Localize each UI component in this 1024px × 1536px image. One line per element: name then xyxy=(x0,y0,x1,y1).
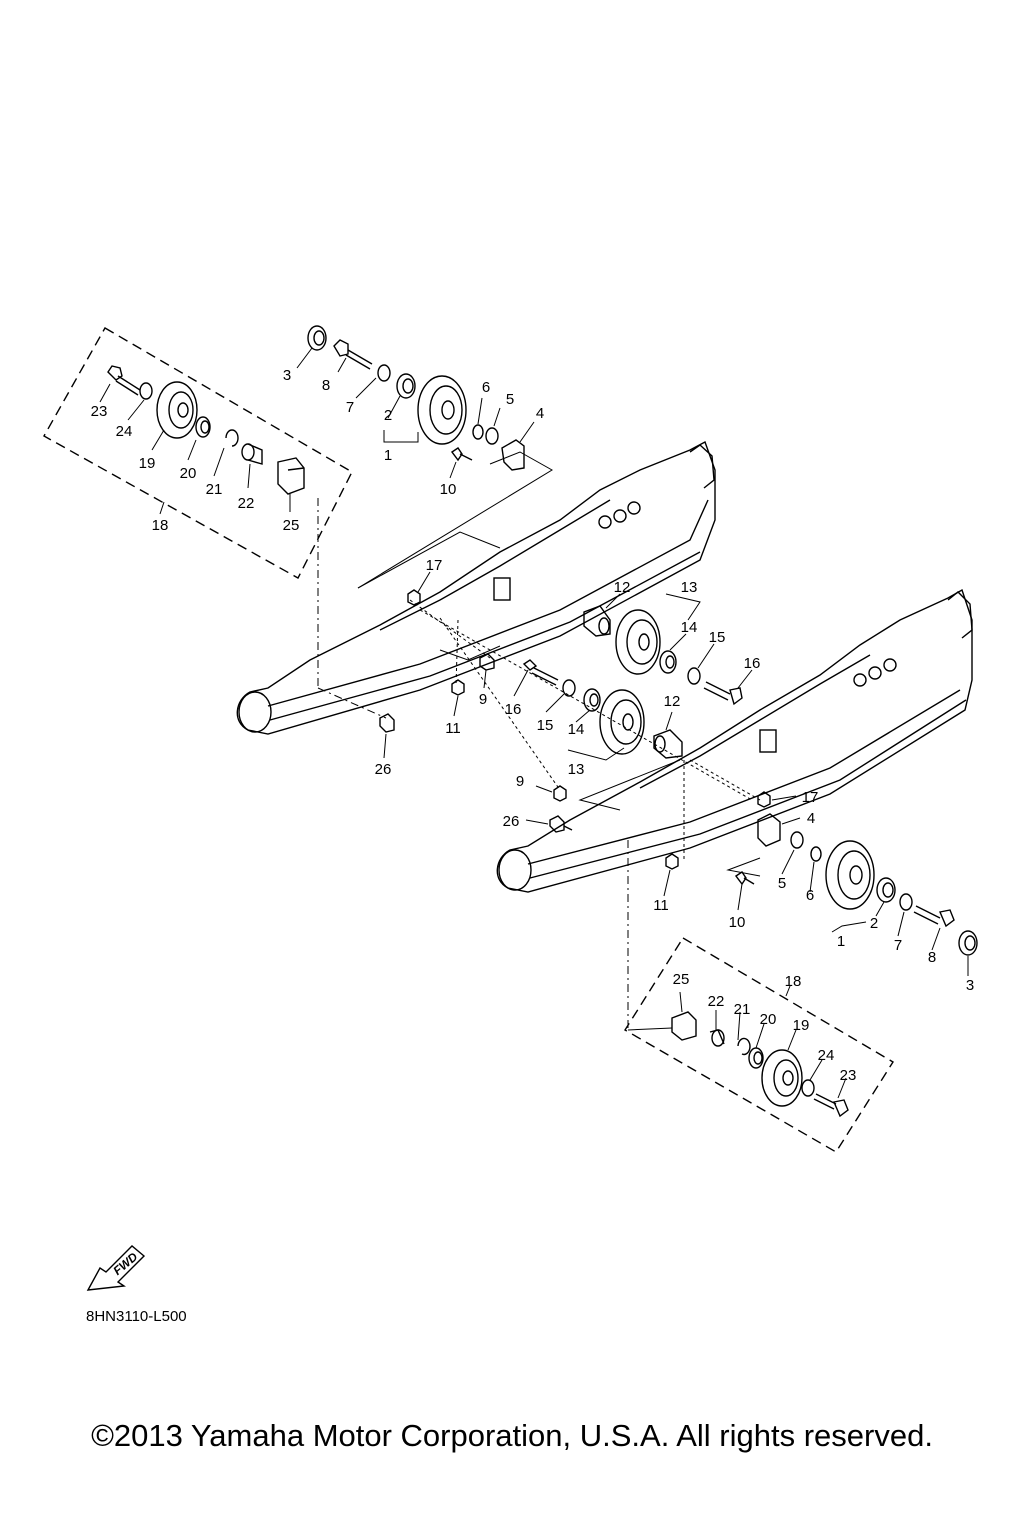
lower-right-group-parts xyxy=(671,1011,849,1118)
label-2-lower: 2 xyxy=(870,915,878,932)
middle-upper-parts xyxy=(379,589,743,759)
group-box-18-lower xyxy=(624,937,894,1153)
label-16-right: 16 xyxy=(744,655,761,672)
label-9-lower: 9 xyxy=(516,773,524,790)
slide-rail-lower xyxy=(496,588,973,893)
label-11-upper: 11 xyxy=(445,720,461,737)
label-16-left: 16 xyxy=(505,701,522,718)
label-25-upper: 25 xyxy=(283,517,300,534)
part-labels: 3 8 7 2 1 6 5 4 10 23 24 19 20 21 22 25 … xyxy=(91,367,975,1084)
label-7-upper: 7 xyxy=(346,399,354,416)
leader-lines xyxy=(99,347,969,1099)
label-10-upper: 10 xyxy=(440,481,457,498)
label-25-lower: 25 xyxy=(673,971,690,988)
label-20-upper: 20 xyxy=(180,465,197,482)
label-7-lower: 7 xyxy=(894,937,902,954)
copyright-notice: ©2013 Yamaha Motor Corporation, U.S.A. A… xyxy=(91,1418,933,1453)
drawing-code: 8HN3110-L500 xyxy=(86,1308,187,1325)
label-8-lower: 8 xyxy=(928,949,936,966)
label-19-upper: 19 xyxy=(139,455,156,472)
label-15-lower: 15 xyxy=(537,717,554,734)
lower-right-parts xyxy=(549,785,978,956)
label-8-upper: 8 xyxy=(322,377,330,394)
label-20-lower: 20 xyxy=(760,1011,777,1028)
label-12-upper: 12 xyxy=(614,579,631,596)
label-1-lower: 1 xyxy=(837,933,845,950)
label-26-lower: 26 xyxy=(503,813,520,830)
label-1-upper: 1 xyxy=(384,447,392,464)
label-14-upper: 14 xyxy=(681,619,698,636)
label-5-upper: 5 xyxy=(506,391,514,408)
slide-rail-upper xyxy=(236,441,716,735)
label-3-upper: 3 xyxy=(283,367,291,384)
label-21-upper: 21 xyxy=(206,481,223,498)
label-15-upper: 15 xyxy=(709,629,726,646)
label-2-upper: 2 xyxy=(384,407,392,424)
label-18-upper: 18 xyxy=(152,517,169,534)
label-14-lower: 14 xyxy=(568,721,585,738)
label-3-lower: 3 xyxy=(966,977,974,994)
label-23-lower: 23 xyxy=(840,1067,857,1084)
label-13-lower: 13 xyxy=(568,761,585,778)
label-10-lower: 10 xyxy=(729,914,746,931)
label-17-lower: 17 xyxy=(802,789,819,806)
label-17-upper: 17 xyxy=(426,557,443,574)
label-4-upper: 4 xyxy=(536,405,544,422)
label-9-upper: 9 xyxy=(479,691,487,708)
label-18-lower: 18 xyxy=(785,973,802,990)
upper-left-parts xyxy=(107,365,305,495)
label-19-lower: 19 xyxy=(793,1017,810,1034)
label-6-upper: 6 xyxy=(482,379,490,396)
label-6-lower: 6 xyxy=(806,887,814,904)
label-21-lower: 21 xyxy=(734,1001,751,1018)
label-13-upper: 13 xyxy=(681,579,698,596)
upper-wheel-set xyxy=(307,325,525,471)
label-23-upper: 23 xyxy=(91,403,108,420)
label-5-lower: 5 xyxy=(778,875,786,892)
label-12-lower: 12 xyxy=(664,693,681,710)
fwd-arrow-icon: FWD xyxy=(86,1245,146,1291)
label-22-upper: 22 xyxy=(238,495,255,512)
label-26-upper: 26 xyxy=(375,761,392,778)
label-11-lower: 11 xyxy=(653,897,669,914)
label-24-lower: 24 xyxy=(818,1047,835,1064)
label-22-lower: 22 xyxy=(708,993,725,1010)
label-24-upper: 24 xyxy=(116,423,133,440)
group-box-18-upper xyxy=(43,327,353,579)
label-4-lower: 4 xyxy=(807,810,815,827)
